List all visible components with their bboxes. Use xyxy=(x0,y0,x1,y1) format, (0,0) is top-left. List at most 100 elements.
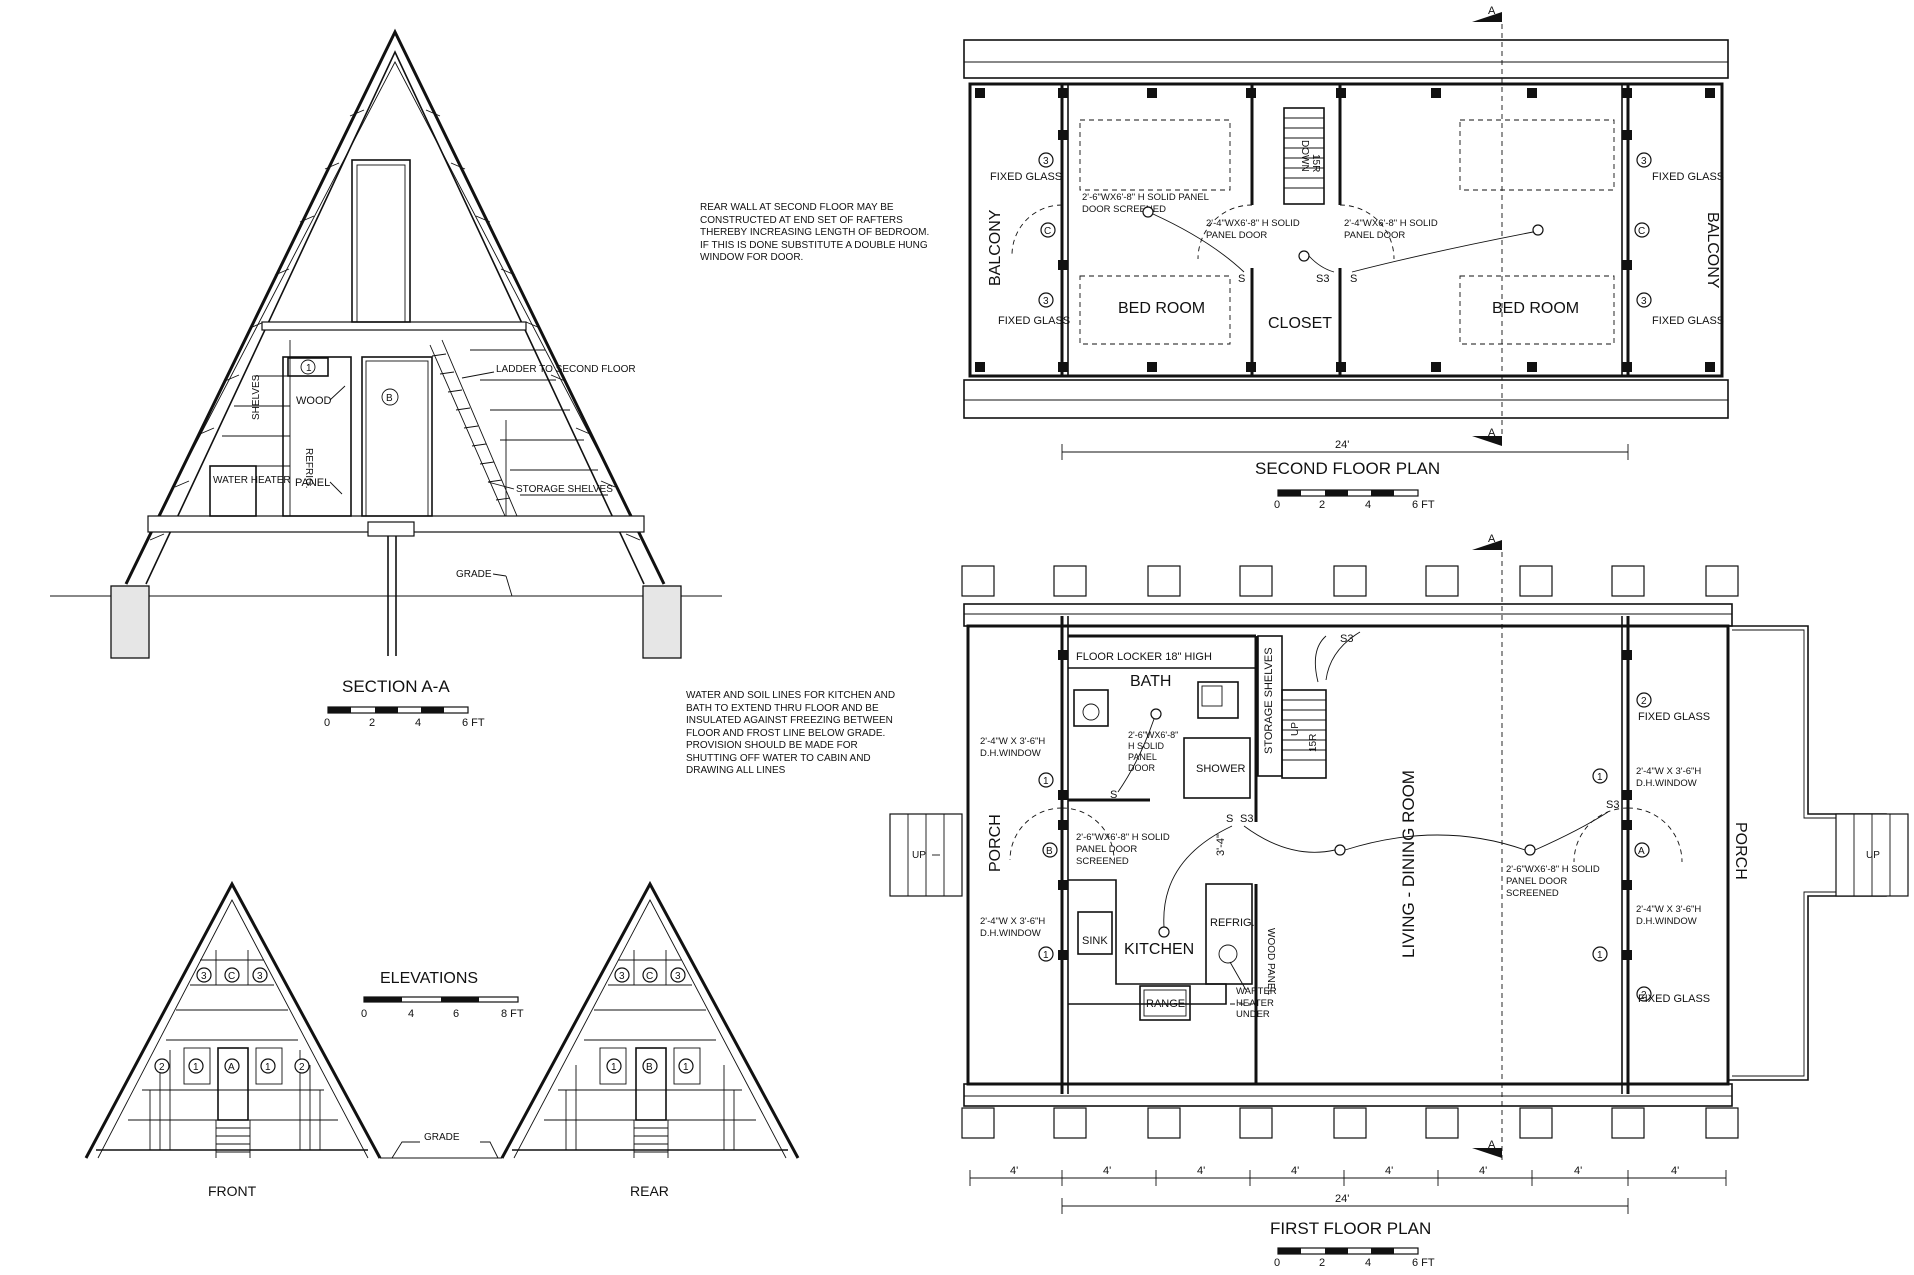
svg-text:RANGE: RANGE xyxy=(1146,998,1185,1010)
svg-text:6 FT: 6 FT xyxy=(462,717,485,729)
svg-text:A: A xyxy=(1488,5,1496,17)
svg-text:2: 2 xyxy=(1319,499,1325,511)
svg-text:15R: 15R xyxy=(1310,154,1321,172)
svg-text:S3: S3 xyxy=(1606,799,1619,811)
svg-text:FLOOR LOCKER 18" HIGH: FLOOR LOCKER 18" HIGH xyxy=(1076,651,1212,663)
left-wall-tags: 1 B 1 xyxy=(1038,772,1058,962)
lower-rail xyxy=(963,379,1729,419)
svg-text:REFRIG.: REFRIG. xyxy=(1210,917,1255,929)
svg-text:3: 3 xyxy=(1043,156,1049,167)
front-tags: 3 C 3 2 1 A 1 2 xyxy=(154,967,310,1074)
svg-text:24': 24' xyxy=(1335,439,1349,451)
svg-text:FIXED GLASS: FIXED GLASS xyxy=(1638,993,1710,1005)
svg-text:S: S xyxy=(1226,813,1233,825)
svg-text:3: 3 xyxy=(1641,156,1647,167)
svg-text:3: 3 xyxy=(1043,296,1049,307)
svg-text:4': 4' xyxy=(1291,1165,1299,1177)
svg-text:4': 4' xyxy=(1010,1165,1018,1177)
floor-outline xyxy=(966,624,1730,1086)
water-heater-label: WATER HEATER xyxy=(213,475,291,486)
svg-text:A: A xyxy=(1638,846,1645,857)
svg-text:B: B xyxy=(646,1062,653,1073)
svg-text:3: 3 xyxy=(257,971,263,982)
svg-text:1: 1 xyxy=(1043,776,1049,787)
svg-text:C: C xyxy=(228,971,235,982)
svg-text:8 FT: 8 FT xyxy=(501,1008,524,1020)
svg-text:B: B xyxy=(1046,846,1053,857)
svg-text:S3: S3 xyxy=(1316,273,1329,285)
second-floor-joist xyxy=(261,321,527,331)
piers-top xyxy=(961,565,1739,597)
rear-tags: 3 C 3 1 B 1 xyxy=(606,967,694,1074)
first-floor-scale: 0 2 4 6 FT xyxy=(1274,1247,1435,1269)
rear-elevation: 3 C 3 1 B 1 REAR xyxy=(500,880,800,1199)
water-heater xyxy=(209,465,257,517)
svg-text:S3: S3 xyxy=(1240,813,1253,825)
svg-text:SHOWER: SHOWER xyxy=(1196,763,1246,775)
svg-text:S: S xyxy=(1350,273,1357,285)
svg-text:FIXED GLASS: FIXED GLASS xyxy=(1652,171,1724,183)
svg-text:4: 4 xyxy=(1365,1257,1371,1269)
svg-text:1: 1 xyxy=(193,1062,199,1073)
svg-text:4: 4 xyxy=(1365,499,1371,511)
porch-step-left: UP xyxy=(889,813,963,897)
porch-left-label: PORCH xyxy=(987,814,1004,872)
panel-label: PANEL xyxy=(295,477,330,489)
svg-text:2: 2 xyxy=(1641,990,1647,1001)
piers-bottom xyxy=(961,1107,1739,1139)
svg-text:0: 0 xyxy=(324,717,330,729)
elevations-title: ELEVATIONS xyxy=(380,970,478,987)
section-a-a: SHELVES WOOD REFRIG. PANEL 1 WATER HEATE… xyxy=(50,28,722,729)
svg-text:0: 0 xyxy=(361,1008,367,1020)
svg-text:UP: UP xyxy=(1866,850,1880,861)
footing-left xyxy=(110,585,150,659)
rear-label: REAR xyxy=(630,1183,669,1199)
refrigerator xyxy=(282,356,352,517)
svg-text:3: 3 xyxy=(675,971,681,982)
wood-label: WOOD xyxy=(296,395,331,407)
svg-text:A: A xyxy=(1488,427,1496,439)
footing-right xyxy=(642,585,682,659)
svg-text:1: 1 xyxy=(1597,772,1603,783)
svg-text:1: 1 xyxy=(265,1062,271,1073)
section-window xyxy=(287,357,329,377)
svg-text:0: 0 xyxy=(1274,1257,1280,1269)
section-scale: 0 2 4 6 FT xyxy=(324,706,485,729)
svg-text:A: A xyxy=(1488,1139,1496,1151)
svg-text:C: C xyxy=(646,971,653,982)
second-floor-scale: 0 2 4 6 FT xyxy=(1274,489,1435,511)
water-soil-note: WATER AND SOIL LINES FOR KITCHEN AND BAT… xyxy=(686,690,895,776)
upper-posts xyxy=(975,88,1715,372)
bedroom-left-label: BED ROOM xyxy=(1118,300,1205,317)
front-label: FRONT xyxy=(208,1183,257,1199)
svg-text:1: 1 xyxy=(1043,950,1049,961)
svg-text:4: 4 xyxy=(408,1008,414,1020)
girder xyxy=(367,521,415,537)
elevation-grade-label: GRADE xyxy=(424,1132,460,1143)
upper-outline xyxy=(968,82,1724,378)
svg-text:FIXED GLASS: FIXED GLASS xyxy=(1652,315,1724,327)
svg-text:3: 3 xyxy=(1641,296,1647,307)
svg-text:2: 2 xyxy=(159,1062,165,1073)
closet-label: CLOSET xyxy=(1268,315,1332,332)
balcony-right-label: BALCONY xyxy=(1704,212,1721,289)
svg-text:UP: UP xyxy=(912,850,926,861)
svg-text:S3: S3 xyxy=(1340,633,1353,645)
upper-tags: 3 3 3 3 C C xyxy=(1038,152,1652,308)
elevations-scale: 0 4 6 8 FT xyxy=(361,996,524,1020)
svg-text:2: 2 xyxy=(369,717,375,729)
svg-text:2: 2 xyxy=(1319,1257,1325,1269)
svg-text:A: A xyxy=(1488,533,1496,545)
porch-right-label: PORCH xyxy=(1732,822,1749,880)
svg-text:6: 6 xyxy=(453,1008,459,1020)
svg-text:1: 1 xyxy=(1597,950,1603,961)
right-wall-tags: 2 1 A 1 2 xyxy=(1592,692,1652,1002)
svg-text:1: 1 xyxy=(611,1062,617,1073)
svg-text:S: S xyxy=(1110,789,1117,801)
svg-text:0: 0 xyxy=(1274,499,1280,511)
first-floor-title: FIRST FLOOR PLAN xyxy=(1270,1219,1431,1238)
front-elevation: 3 C 3 2 1 A 1 2 FRONT xyxy=(84,880,382,1199)
svg-text:4': 4' xyxy=(1574,1165,1582,1177)
svg-text:SINK: SINK xyxy=(1082,935,1108,947)
